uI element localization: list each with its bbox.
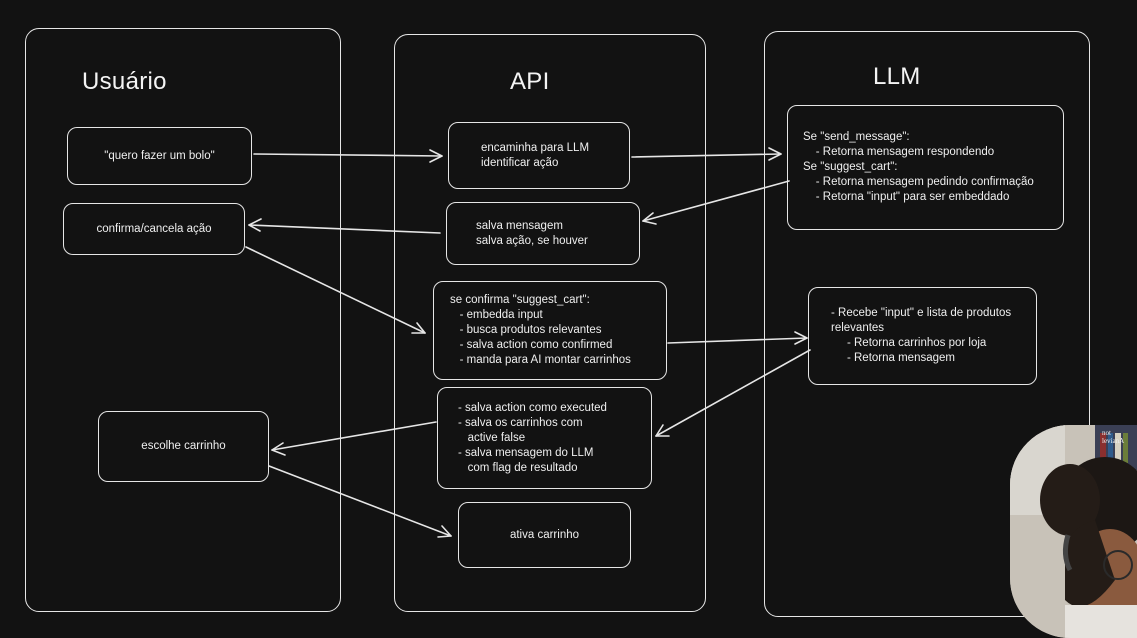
box-user-confirm-text: confirma/cancela ação xyxy=(96,222,212,235)
lane-title-llm: LLM xyxy=(873,63,921,90)
lane-llm xyxy=(764,31,1090,617)
lane-title-usuario: Usuário xyxy=(82,68,167,95)
box-llm-route-text: Se "send_message": - Retorna mensagem re… xyxy=(803,131,1034,203)
webcam-photo xyxy=(1010,425,1137,638)
webcam-book-text: not levianA xyxy=(1102,429,1125,445)
box-llm-carts-text: - Recebe "input" e lista de produtos rel… xyxy=(831,307,1012,364)
box-user-request-text: "quero fazer um bolo" xyxy=(104,149,215,162)
lane-usuario xyxy=(25,28,341,612)
webcam-overlay: not levianA xyxy=(1010,425,1137,638)
box-api-confirm-text: se confirma "suggest_cart": - embedda in… xyxy=(450,294,631,366)
box-api-executed: - salva action como executed - salva os … xyxy=(437,387,652,489)
box-api-executed-text: - salva action como executed - salva os … xyxy=(458,401,607,474)
box-user-request: "quero fazer um bolo" xyxy=(67,127,252,185)
box-api-confirm: se confirma "suggest_cart": - embedda in… xyxy=(433,281,667,380)
box-user-confirm: confirma/cancela ação xyxy=(63,203,245,255)
box-llm-carts: - Recebe "input" e lista de produtos rel… xyxy=(808,287,1037,385)
box-llm-route: Se "send_message": - Retorna mensagem re… xyxy=(787,105,1064,230)
box-api-forward: encaminha para LLM identificar ação xyxy=(448,122,630,189)
box-user-choose-text: escolhe carrinho xyxy=(141,440,226,452)
box-api-activate-text: ativa carrinho xyxy=(509,528,580,541)
box-user-choose: escolhe carrinho xyxy=(98,411,269,482)
lane-title-api: API xyxy=(510,68,550,95)
box-api-save: salva mensagem salva ação, se houver xyxy=(446,202,640,265)
box-api-save-text: salva mensagem salva ação, se houver xyxy=(476,219,588,247)
box-api-activate: ativa carrinho xyxy=(458,502,631,568)
box-api-forward-text: encaminha para LLM identificar ação xyxy=(481,141,590,169)
